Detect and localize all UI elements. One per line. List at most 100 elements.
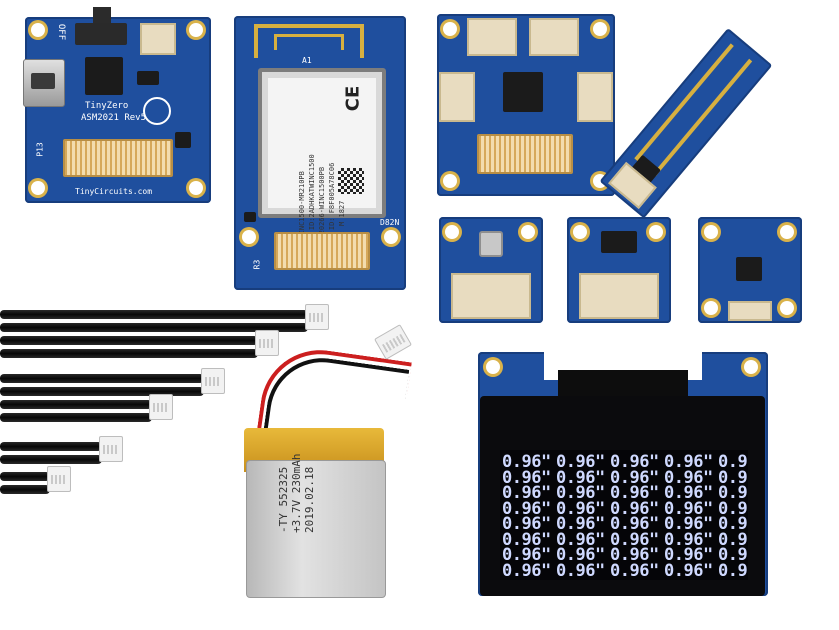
board-ref-label: D82N — [380, 218, 400, 227]
mount-hole — [780, 225, 794, 239]
small-chip — [175, 132, 191, 148]
oled-text-cell: 0.96" — [502, 529, 551, 550]
oled-text-cutoff: 0.9 — [718, 560, 748, 581]
cable — [0, 323, 308, 332]
mount-hole — [443, 174, 457, 188]
battery-connector — [140, 23, 176, 55]
side-connector — [728, 301, 772, 321]
oled-text-cell: 0.96" — [610, 467, 659, 488]
cable-plug — [255, 330, 279, 356]
mount-hole — [744, 360, 758, 374]
pcb-antenna — [254, 24, 364, 58]
oled-text-cell: 0.96" — [610, 498, 659, 519]
hub-board — [437, 14, 615, 196]
mount-hole — [242, 230, 256, 244]
cable — [0, 485, 50, 494]
oled-text-cell: 0.96" — [502, 514, 551, 534]
oled-text-cutoff: 0.9 — [718, 483, 748, 503]
oled-text-cell: 0.96" — [502, 498, 551, 519]
module-text-block: ATWINC1500-MR210PB FCC ID:2ADHKATWINC150… — [297, 67, 347, 247]
oled-text-cell: 0.96" — [502, 560, 551, 581]
oled-text-cell: 0.96" — [664, 545, 713, 565]
module-ic-id: IC:20266-WINC1500PB — [318, 166, 326, 247]
soil-sensor-board — [599, 28, 773, 219]
cable — [0, 310, 308, 319]
oled-text-cell: 0.96" — [556, 529, 605, 550]
pressure-sensor-chip — [479, 231, 503, 257]
multiplexer-chip — [503, 72, 543, 112]
port-connector — [467, 18, 517, 56]
expansion-connector — [63, 139, 173, 177]
cable — [0, 472, 50, 481]
cable-plug — [305, 304, 329, 330]
battery-plug — [374, 324, 412, 360]
mount-hole — [780, 301, 794, 315]
mount-hole — [445, 225, 459, 239]
sensor-chip — [736, 257, 762, 281]
board-name-label: TinyZero — [85, 101, 129, 111]
oled-text-cell: 0.96" — [610, 529, 659, 550]
cable-plug — [149, 394, 173, 420]
pin-label: P13 — [35, 142, 45, 157]
cable — [0, 374, 204, 383]
oled-text-cell: 0.96" — [556, 560, 605, 581]
module-model: ATWINC1500-MR210PB — [298, 171, 306, 247]
oled-text-cell: 0.96" — [610, 452, 659, 472]
oled-text-cell: 0.96" — [502, 467, 551, 488]
cable — [0, 413, 152, 422]
port-connector — [439, 72, 475, 122]
battery-label: -TY 552325 +3.7V 230mAh 2019.02.18 — [277, 454, 316, 533]
oled-text-cutoff: 0.9 — [718, 498, 748, 519]
lipo-battery: -TY 552325 +3.7V 230mAh 2019.02.18 — [246, 454, 386, 598]
mount-hole — [31, 23, 45, 37]
sensor-chip — [601, 231, 637, 253]
cable — [0, 442, 102, 451]
sensor-trace — [634, 43, 753, 177]
mount-hole — [704, 301, 718, 315]
mount-hole — [704, 225, 718, 239]
wifi-board: A1 ATWINC1500-MR210PB FCC ID:2ADHKATWINC… — [234, 16, 406, 290]
mount-hole — [189, 23, 203, 37]
mount-hole — [521, 225, 535, 239]
cable-plug — [201, 368, 225, 394]
microcontroller-chip — [85, 57, 123, 95]
module-fcc-id: FCC ID:2ADHKATWINC1500 — [308, 154, 316, 247]
expansion-connector — [274, 232, 370, 270]
accelerometer-board — [698, 217, 802, 323]
cable-plug — [99, 436, 123, 462]
battery-date: 2019.02.18 — [303, 466, 316, 533]
cable — [0, 455, 102, 464]
mount-hole — [593, 22, 607, 36]
website-label: TinyCircuits.com — [75, 187, 153, 196]
oled-text-cell: 0.96" — [664, 467, 713, 488]
regulator-chip — [137, 71, 159, 85]
oled-text-cell: 0.96" — [610, 560, 659, 581]
oled-text-cell: 0.96" — [556, 467, 605, 488]
oled-text-cell: 0.96" — [556, 498, 605, 519]
qr-code — [338, 168, 364, 194]
oled-text-cell: 0.96" — [502, 452, 551, 472]
oled-text-cell: 0.96" — [610, 514, 659, 534]
pcb-antenna-trace — [274, 34, 344, 50]
oled-text-cell: 0.96" — [664, 483, 713, 503]
cable-plug — [47, 466, 71, 492]
port-connector — [529, 18, 579, 56]
board-rev-label: ASM2021 Rev5 — [81, 113, 147, 123]
cable — [0, 336, 258, 345]
antenna-label: A1 — [302, 56, 312, 65]
oled-text-cell: 0.96" — [664, 498, 713, 519]
oled-text-cell: 0.96" — [502, 545, 551, 565]
battery-model: -TY 552325 — [277, 466, 290, 533]
switch-body — [75, 23, 127, 45]
battery-spec: +3.7V 230mAh — [290, 453, 303, 533]
oled-text-cell: 0.96" — [556, 483, 605, 503]
port-connector — [451, 273, 531, 319]
power-switch — [93, 7, 111, 27]
mount-hole — [189, 181, 203, 195]
module-label: ATWINC1500-MR210PB FCC ID:2ADHKATWINC150… — [268, 78, 376, 247]
oled-text-cell: 0.96" — [664, 529, 713, 550]
small-chip — [244, 212, 256, 222]
cable — [0, 349, 258, 358]
mount-hole — [384, 230, 398, 244]
